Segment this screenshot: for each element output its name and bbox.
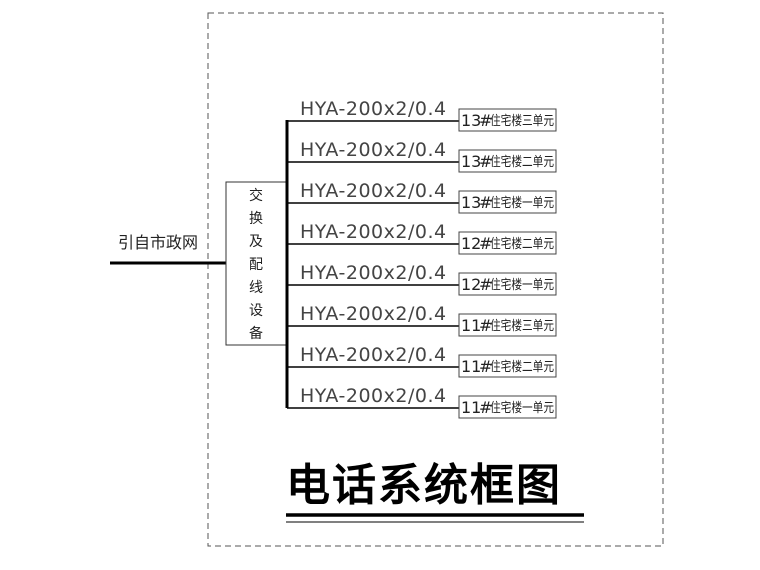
- destination-building-number: 11: [461, 316, 481, 335]
- destination-box: [458, 313, 557, 337]
- branch-row: HYA-200x2/0.4 13#住宅楼三单元: [287, 98, 557, 132]
- cable-spec-label: HYA-200x2/0.4: [300, 385, 447, 407]
- incoming-label: 引自市政网: [118, 233, 198, 252]
- equipment-label-char: 设: [249, 303, 263, 319]
- destination-number-mark: #: [479, 111, 492, 130]
- destination-number-mark: #: [479, 275, 492, 294]
- cable-spec-label: HYA-200x2/0.4: [300, 303, 447, 325]
- branch-row: HYA-200x2/0.4 13#住宅楼一单元: [287, 180, 557, 214]
- destination-building-number: 13: [461, 111, 481, 130]
- cable-spec-label: HYA-200x2/0.4: [300, 98, 447, 120]
- destination-unit-label: 住宅楼一单元: [490, 401, 554, 416]
- destination-number-mark: #: [479, 193, 492, 212]
- branch-list: HYA-200x2/0.413#住宅楼三单元HYA-200x2/0.413#住宅…: [287, 98, 557, 419]
- equipment-label-char: 交: [249, 187, 263, 204]
- cable-spec-label: HYA-200x2/0.4: [300, 221, 447, 243]
- branch-row: HYA-200x2/0.4 11#住宅楼二单元: [287, 344, 557, 378]
- destination-building-number: 12: [461, 275, 481, 294]
- cable-spec-label: HYA-200x2/0.4: [300, 139, 447, 161]
- cable-spec-label: HYA-200x2/0.4: [300, 344, 447, 366]
- equipment-label-char: 配: [249, 257, 263, 273]
- destination-unit-label: 住宅楼二单元: [490, 237, 554, 252]
- destination-number-mark: #: [479, 234, 492, 253]
- destination-unit-label: 住宅楼一单元: [490, 278, 554, 293]
- branch-row: HYA-200x2/0.4 12#住宅楼一单元: [287, 262, 557, 296]
- branch-row: HYA-200x2/0.4 13#住宅楼二单元: [287, 139, 557, 173]
- destination-box: [458, 108, 557, 132]
- destination-unit-label: 住宅楼一单元: [490, 196, 554, 211]
- destination-number-mark: #: [479, 316, 492, 335]
- destination-building-number: 11: [461, 398, 481, 417]
- destination-unit-label: 住宅楼三单元: [490, 319, 554, 334]
- destination-number-mark: #: [479, 398, 492, 417]
- branch-row: HYA-200x2/0.4 11#住宅楼一单元: [287, 385, 557, 419]
- destination-number-mark: #: [479, 357, 492, 376]
- destination-unit-label: 住宅楼三单元: [490, 114, 554, 129]
- destination-building-number: 13: [461, 152, 481, 171]
- diagram-title: 电话系统框图: [286, 460, 562, 511]
- destination-building-number: 11: [461, 357, 481, 376]
- destination-unit-label: 住宅楼二单元: [490, 155, 554, 170]
- branch-row: HYA-200x2/0.4 12#住宅楼二单元: [287, 221, 557, 255]
- destination-box: [458, 272, 557, 296]
- destination-box: [458, 190, 557, 214]
- destination-unit-label: 住宅楼二单元: [490, 360, 554, 375]
- branch-row: HYA-200x2/0.4 11#住宅楼三单元: [287, 303, 557, 337]
- equipment-label-char: 线: [249, 280, 263, 296]
- destination-box: [458, 149, 557, 173]
- cable-spec-label: HYA-200x2/0.4: [300, 180, 447, 202]
- dashed-boundary-frame: [207, 12, 664, 547]
- equipment-label-char: 及: [249, 234, 263, 250]
- destination-building-number: 13: [461, 193, 481, 212]
- equipment-label-char: 备: [249, 325, 263, 342]
- cable-spec-label: HYA-200x2/0.4: [300, 262, 447, 284]
- equipment-label-char: 换: [249, 210, 263, 227]
- destination-number-mark: #: [479, 152, 492, 171]
- destination-building-number: 12: [461, 234, 481, 253]
- destination-box: [458, 231, 557, 255]
- destination-box: [458, 354, 557, 378]
- destination-box: [458, 395, 557, 419]
